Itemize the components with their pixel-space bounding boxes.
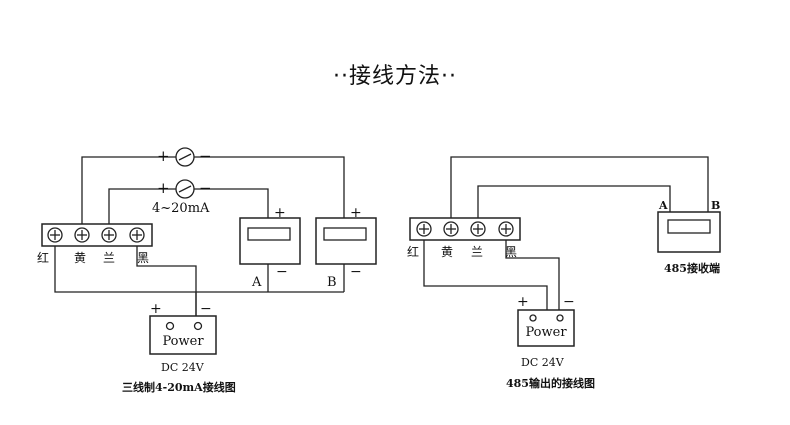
right-supply-label: DC 24V <box>521 356 565 369</box>
left-power-minus: − <box>200 301 212 317</box>
left-terminal-black: 黑 <box>137 251 149 265</box>
right-return-wire <box>423 240 548 310</box>
page-title: ··接线方法·· <box>333 64 457 89</box>
right-receiver-label: 485接收端 <box>664 261 720 275</box>
left-power-box <box>149 315 217 355</box>
left-terminal-yellow: 黄 <box>74 251 86 265</box>
right-wire-b <box>450 156 709 218</box>
left-display-b-minus: − <box>350 264 362 280</box>
left-display-b <box>315 217 377 265</box>
right-terminal-screws <box>416 221 514 237</box>
left-wire-b <box>81 156 345 224</box>
left-power-positive <box>136 246 197 316</box>
right-power-wire <box>505 240 560 310</box>
left-meter1-plus: + <box>157 147 170 165</box>
left-meter2-minus: − <box>199 179 212 197</box>
left-terminal-block <box>41 223 153 247</box>
right-power-plus: + <box>517 294 529 310</box>
left-terminal-blue: 兰 <box>103 251 115 265</box>
right-terminal-blue: 兰 <box>471 245 483 259</box>
right-receiver-a: A <box>658 199 668 212</box>
left-display-b-plus: + <box>350 205 362 221</box>
left-meter2-plus: + <box>157 179 170 197</box>
left-return-wire <box>54 246 344 293</box>
left-caption: 三线制4-20mA接线图 <box>122 380 236 394</box>
right-power-minus: − <box>563 294 575 310</box>
right-wire-a <box>477 185 671 218</box>
left-display-a-plus: + <box>274 205 286 221</box>
left-display-b-label: B <box>327 275 337 290</box>
left-display-a <box>239 217 301 265</box>
left-loop-current: 4~20mA <box>152 201 210 216</box>
left-display-a-label: A <box>251 275 262 290</box>
right-power-label: Power <box>525 325 567 340</box>
left-power-plus: + <box>150 301 162 317</box>
left-terminal-red: 红 <box>37 250 49 265</box>
right-terminal-black: 黑 <box>505 245 517 259</box>
right-terminal-red: 红 <box>407 244 419 259</box>
right-receiver-b: B <box>711 199 720 212</box>
left-terminal-screws <box>47 227 145 243</box>
right-power-box <box>517 309 575 347</box>
right-terminal-block <box>409 217 521 241</box>
right-terminal-yellow: 黄 <box>441 245 453 259</box>
left-power-label: Power <box>162 334 204 349</box>
left-meter1-minus: − <box>199 147 212 165</box>
right-caption: 485输出的接线图 <box>506 376 595 390</box>
left-supply-label: DC 24V <box>161 361 205 374</box>
left-display-a-minus: − <box>276 264 288 280</box>
right-receiver-box <box>657 211 721 253</box>
